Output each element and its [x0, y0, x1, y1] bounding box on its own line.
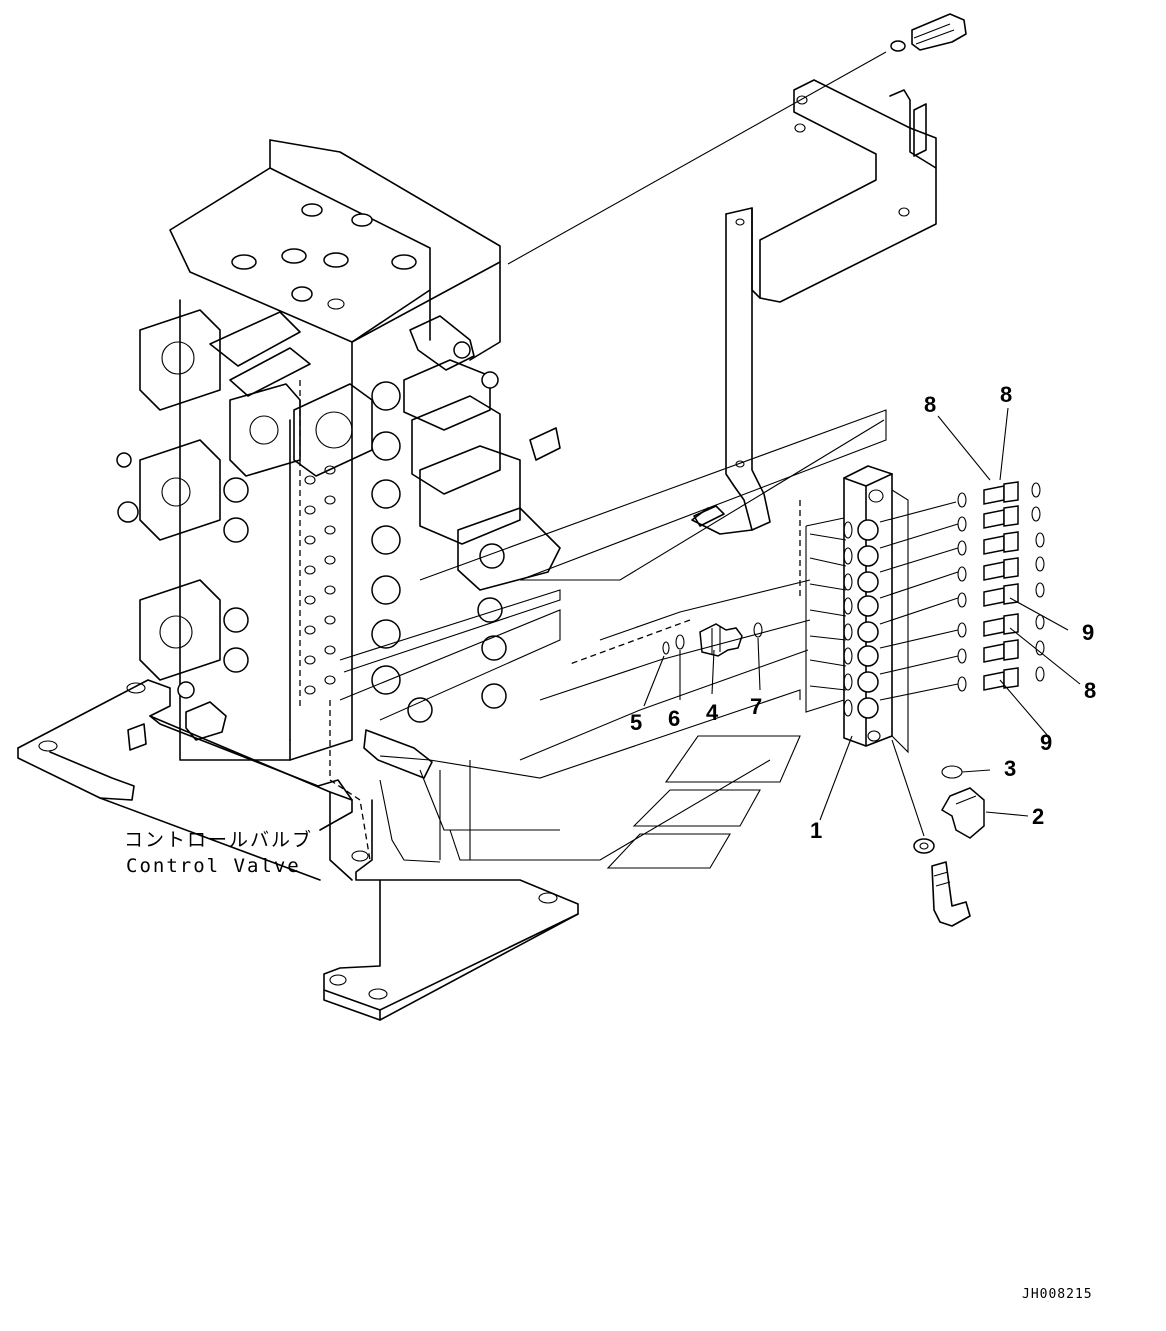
caption-japanese: コントロールバルブ [124, 828, 313, 851]
valve-solenoids [209, 311, 561, 723]
elbow-fitting-group[interactable] [891, 739, 985, 927]
callout-3: 3 [1004, 756, 1016, 781]
mounting-frame [17, 679, 579, 1021]
control-valve-body [116, 139, 501, 861]
callout-5: 5 [630, 710, 642, 735]
adapter-fitting [983, 481, 1019, 691]
manifold-block[interactable] [805, 465, 959, 754]
callout-4: 4 [706, 700, 719, 725]
callout-8-mid: 8 [1084, 678, 1096, 703]
callout-1: 1 [810, 818, 822, 843]
drawing-number: JH008215 [1022, 1287, 1093, 1302]
callout-labels: 1 2 3 4 5 6 7 8 8 8 9 9 [630, 382, 1096, 843]
callout-6: 6 [668, 706, 680, 731]
callout-9-lower: 9 [1040, 730, 1052, 755]
small-parts[interactable] [662, 622, 763, 657]
valve-port-grid [304, 465, 336, 695]
right-fittings[interactable] [957, 481, 1045, 692]
flow-outlines [339, 409, 887, 869]
upper-bracket [507, 13, 967, 535]
callout-8-left: 8 [924, 392, 936, 417]
callout-8-top: 8 [1000, 382, 1012, 407]
callout-2: 2 [1032, 804, 1044, 829]
caption-english: Control Valve [126, 855, 301, 877]
callout-7: 7 [750, 694, 762, 719]
manifold-ports [843, 519, 879, 719]
callout-9-upper: 9 [1082, 620, 1094, 645]
callout-leaders [643, 407, 1081, 821]
